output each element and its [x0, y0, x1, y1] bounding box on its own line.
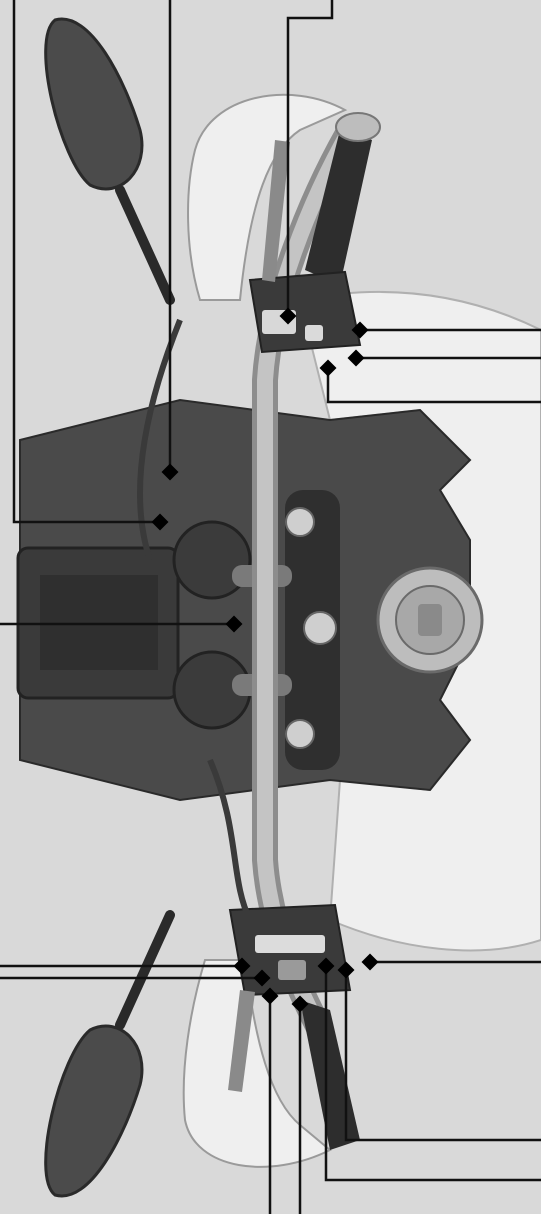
callout-marker-8	[233, 957, 251, 975]
top-bolt-2	[303, 611, 337, 645]
mirror-stem-top	[115, 185, 175, 305]
leader-line-12	[324, 966, 541, 1182]
hand-guard-bottom	[182, 959, 332, 1168]
clutch-lever	[228, 990, 255, 1092]
mirror-stem-bottom	[115, 910, 175, 1030]
brake-lever	[262, 140, 290, 282]
cable-1	[137, 318, 183, 561]
left-switch-rocker	[278, 960, 306, 980]
leader-line-1	[12, 0, 160, 524]
mirror-top	[44, 17, 144, 191]
hand-guard-top	[187, 93, 348, 301]
bar-end-top	[335, 112, 381, 142]
callout-marker-14	[361, 953, 379, 971]
callout-marker-12	[317, 957, 335, 975]
top-bolt-1	[285, 507, 315, 537]
top-bolt-3	[285, 719, 315, 749]
fuel-cap-lock	[418, 604, 442, 636]
mirror-bottom	[44, 1024, 144, 1198]
throttle-grip	[305, 130, 372, 285]
leader-line-13	[344, 970, 541, 1142]
callout-marker-1	[151, 513, 169, 531]
callout-marker-4	[225, 615, 243, 633]
cable-2	[207, 758, 253, 922]
leader-line-7	[326, 370, 541, 404]
display-screen	[40, 575, 158, 670]
leader-line-3	[286, 0, 334, 316]
left-switch-panel	[255, 935, 325, 953]
right-switch-small-button	[305, 325, 323, 341]
callout-marker-9	[253, 969, 271, 987]
callout-marker-13	[337, 961, 355, 979]
callout-marker-10	[261, 987, 279, 1005]
callout-marker-11	[291, 995, 309, 1013]
left-pod	[172, 520, 252, 600]
